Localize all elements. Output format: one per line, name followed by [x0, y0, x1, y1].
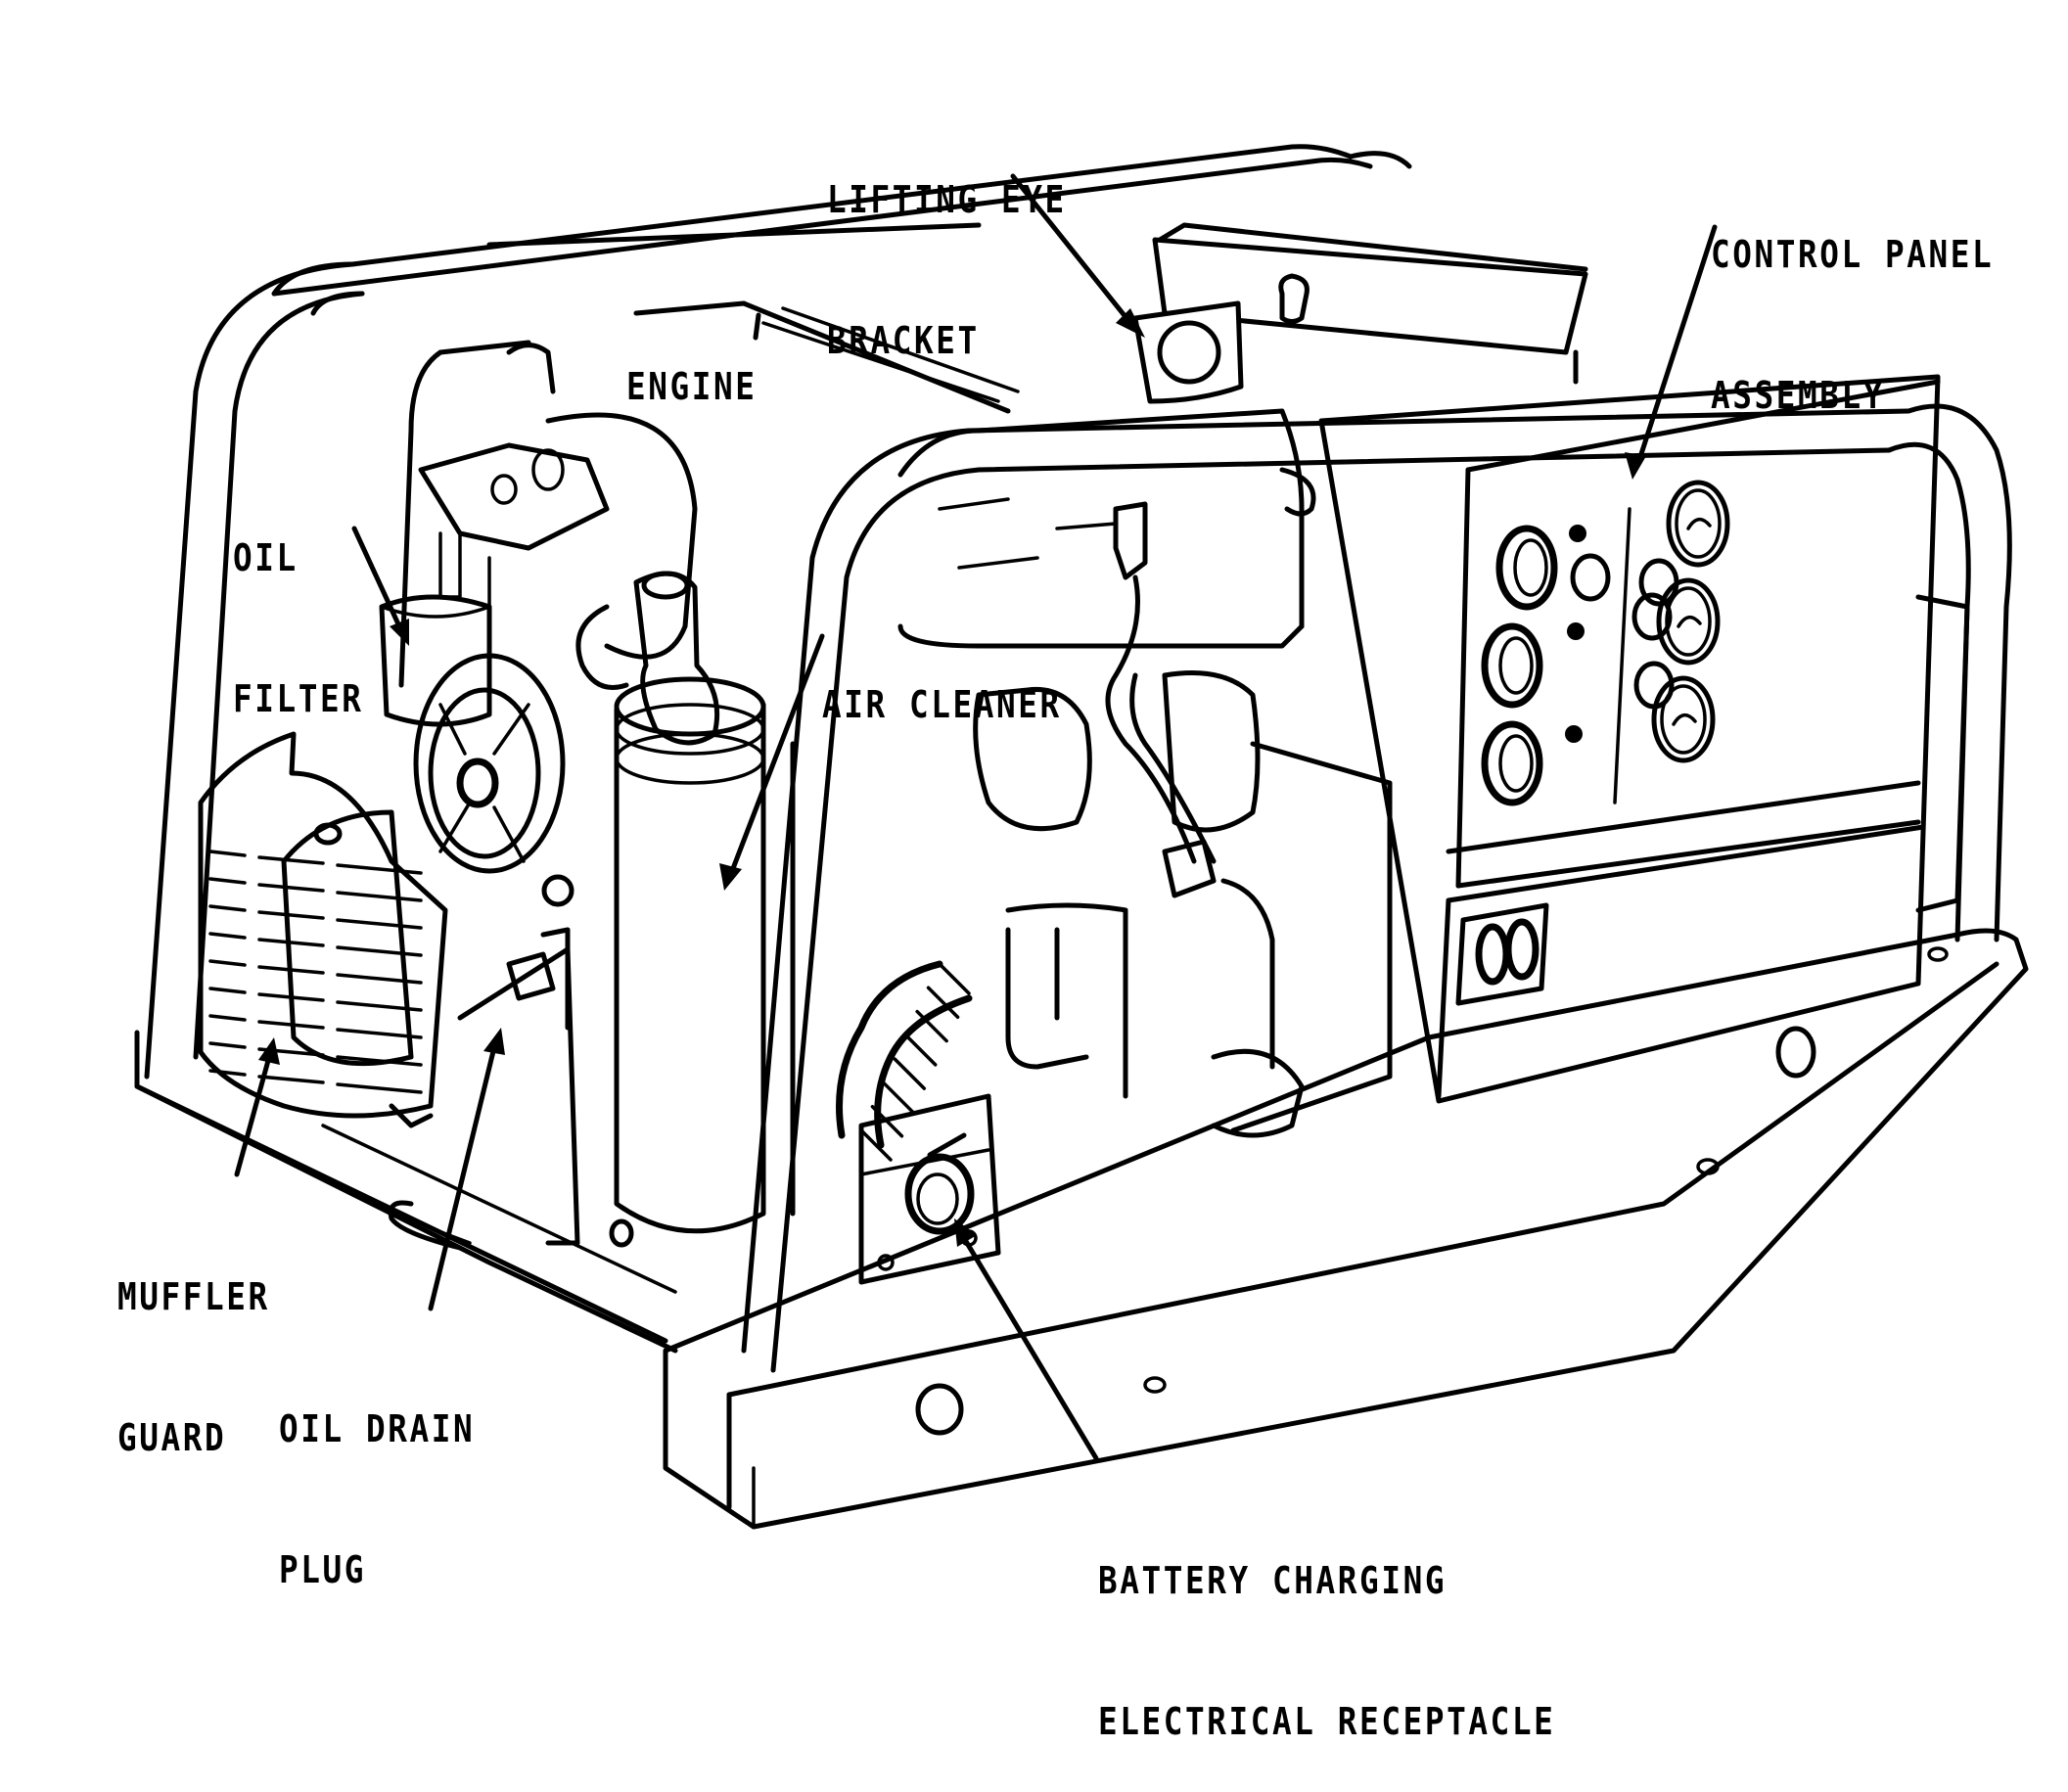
generator-housing: [790, 408, 1393, 1217]
label-line: CONTROL PANEL: [1711, 233, 1995, 276]
guard-slat: [208, 1041, 247, 1049]
leader-oil-filter: [351, 526, 402, 629]
label-line: BATTERY CHARGING: [1098, 1559, 1448, 1602]
guard-slat: [336, 1000, 423, 1012]
label-oil-filter: OIL FILTER: [233, 440, 364, 769]
label-battery-charging-receptacle: BATTERY CHARGING ELECTRICAL RECEPTACLE: [1098, 1463, 1555, 1792]
dial-gauge: [1656, 577, 1721, 666]
dial-gauge-face: [1660, 684, 1707, 755]
dial-gauge: [1666, 480, 1730, 568]
engine-top: [486, 222, 1588, 414]
oil-drain-plug: [389, 874, 580, 1246]
guard-slat: [257, 855, 325, 865]
label-line: BRACKET: [827, 319, 980, 362]
guard-slat: [257, 965, 325, 975]
toggle-switch: [1633, 661, 1675, 710]
bellows-rib: [903, 1034, 938, 1067]
toggle-switch: [1570, 553, 1611, 602]
guard-slat: [257, 992, 325, 1002]
guard-slat: [208, 877, 247, 885]
guard-slat: [336, 1082, 423, 1094]
leader-battery-receptacle: [961, 1235, 1099, 1461]
bellows-rib: [859, 1128, 893, 1162]
guard-slat: [257, 1075, 325, 1084]
label-oil-drain-plug: OIL DRAIN PLUG: [279, 1311, 475, 1640]
guard-slat: [336, 918, 423, 930]
leader-lifting-eye: [1010, 173, 1133, 326]
control-panel-assembly: [1318, 374, 1970, 1104]
label-control-panel-assembly: CONTROL PANEL ASSEMBLY: [1711, 137, 1994, 466]
switch-knob: [1569, 525, 1586, 542]
label-muffler-guard: MUFFLER GUARD: [117, 1179, 270, 1508]
battery-charging-receptacle: [858, 1093, 1001, 1285]
label-line: LIFTING EYE: [827, 178, 1067, 221]
label-engine: ENGINE: [626, 269, 758, 457]
leader-lines: [234, 173, 1718, 1461]
bellows-rib: [893, 1057, 927, 1090]
label-line: FILTER: [233, 677, 364, 720]
label-line: ENGINE: [626, 365, 758, 408]
bellows-rib: [915, 1009, 948, 1043]
guard-slat: [336, 1055, 423, 1067]
guard-slat: [257, 883, 325, 893]
guard-slat: [208, 987, 247, 994]
meter-gauge-face: [1498, 734, 1534, 793]
label-air-cleaner: AIR CLEANER: [822, 587, 1062, 775]
gauge-needle: [1686, 518, 1712, 530]
guard-slat: [208, 904, 247, 912]
meter-gauge-face: [1498, 636, 1534, 695]
label-line: AIR CLEANER: [822, 683, 1062, 726]
dial-gauge: [1651, 675, 1716, 763]
guard-slat: [257, 1020, 325, 1030]
label-line: ASSEMBLY: [1711, 374, 1886, 417]
meter-gauge: [1481, 622, 1543, 709]
muffler-guard: [198, 731, 448, 1119]
guard-slat: [208, 1014, 247, 1022]
guard-slat: [336, 1028, 423, 1039]
leader-control-panel: [1636, 224, 1718, 463]
label-line: GUARD: [117, 1416, 227, 1459]
guard-slat: [336, 973, 423, 985]
switch-knob: [1567, 622, 1585, 640]
meter-gauge: [1495, 525, 1558, 611]
label-line: OIL DRAIN: [279, 1407, 476, 1450]
leader-engine: [753, 312, 761, 341]
gauge-needle: [1672, 713, 1697, 726]
guard-slat: [208, 932, 247, 940]
label-line: OIL: [233, 536, 299, 579]
dial-gauge-face: [1675, 488, 1722, 559]
dial-gauge-face: [1665, 586, 1712, 657]
meter-gauge: [1481, 720, 1543, 806]
bellows-rib: [938, 962, 971, 995]
lifting-eye-bracket: [1132, 300, 1244, 404]
switch-knob: [1565, 725, 1583, 743]
guard-slat: [208, 850, 247, 857]
label-line: MUFFLER: [117, 1275, 270, 1318]
guard-slat: [336, 891, 423, 902]
toggle-switch: [1631, 592, 1673, 641]
frame: [134, 144, 2029, 1530]
guard-slat: [257, 938, 325, 947]
label-lifting-eye-bracket: LIFTING EYE BRACKET: [827, 82, 1067, 411]
generator-set-drawing: [134, 144, 2029, 1530]
bellows-rib: [926, 986, 960, 1020]
guard-slat: [336, 945, 423, 957]
leader-air-cleaner: [729, 633, 825, 874]
gauge-needle: [1677, 616, 1702, 628]
engine-block: [281, 340, 698, 1067]
leader-oil-drain-plug: [428, 1044, 497, 1311]
toggle-switch: [1638, 558, 1679, 607]
air-cleaner: [575, 571, 766, 1248]
label-line: ELECTRICAL RECEPTACLE: [1098, 1700, 1556, 1743]
guard-slat: [336, 863, 423, 875]
label-line: PLUG: [279, 1548, 367, 1591]
leader-muffler-guard: [234, 1054, 272, 1177]
guard-slat: [208, 959, 247, 967]
guard-slat: [257, 910, 325, 920]
bellows-rib: [882, 1080, 915, 1115]
guard-slat: [208, 1069, 247, 1077]
meter-gauge-face: [1513, 538, 1548, 597]
